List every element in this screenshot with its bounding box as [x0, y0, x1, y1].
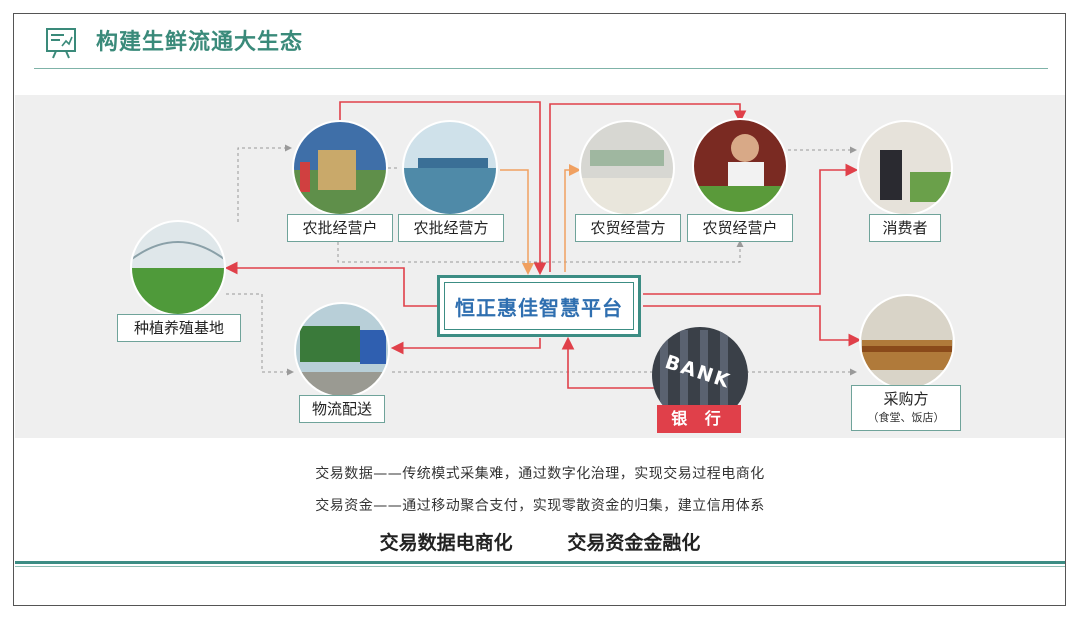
- description-funds: 交易资金——通过移动聚合支付，实现零散资金的归集，建立信用体系: [315, 498, 765, 514]
- consumer-photo: [858, 121, 952, 215]
- label-market-household: 农贸经营户: [687, 214, 793, 242]
- wholesale-household-photo: [293, 121, 387, 215]
- label-planting-base: 种植养殖基地: [117, 314, 241, 342]
- footer-divider: [15, 561, 1065, 564]
- purchaser-title: 采购方: [883, 390, 929, 408]
- label-wholesale-household: 农批经营户: [287, 214, 393, 242]
- platform-name: 恒正惠佳智慧平台: [444, 282, 634, 330]
- market-household-photo: [693, 119, 787, 213]
- wholesale-operator-photo: [403, 121, 497, 215]
- title-divider: [34, 68, 1048, 69]
- info-flow-lines: [224, 101, 862, 389]
- planting-base-photo: [131, 221, 225, 315]
- logistics-photo: [295, 303, 389, 397]
- purchaser-photo: [860, 295, 954, 389]
- page-title: 构建生鲜流通大生态: [96, 30, 304, 55]
- description-data: 交易数据——传统模式采集难，通过数字化治理，实现交易过程电商化: [315, 466, 765, 482]
- market-operator-photo: [580, 121, 674, 215]
- label-market-operator: 农贸经营方: [575, 214, 681, 242]
- presentation-board-icon: [46, 28, 76, 59]
- label-logistics: 物流配送: [299, 395, 385, 423]
- label-consumer: 消费者: [869, 214, 941, 242]
- summary-right: 交易资金金融化: [567, 532, 701, 554]
- summary-left: 交易数据电商化: [379, 532, 513, 554]
- label-wholesale-operator: 农批经营方: [398, 214, 504, 242]
- purchaser-subtitle: （食堂、饭店）: [867, 411, 945, 424]
- label-bank: 银 行: [657, 405, 741, 433]
- label-purchaser: 采购方 （食堂、饭店）: [851, 385, 961, 431]
- fund-flow-lines: [500, 164, 581, 275]
- goods-flow-lines: [226, 144, 857, 376]
- platform-box: 恒正惠佳智慧平台: [437, 275, 641, 337]
- footer-divider-thin: [15, 566, 1065, 567]
- summary-line: 交易数据电商化 交易资金金融化: [0, 528, 1080, 555]
